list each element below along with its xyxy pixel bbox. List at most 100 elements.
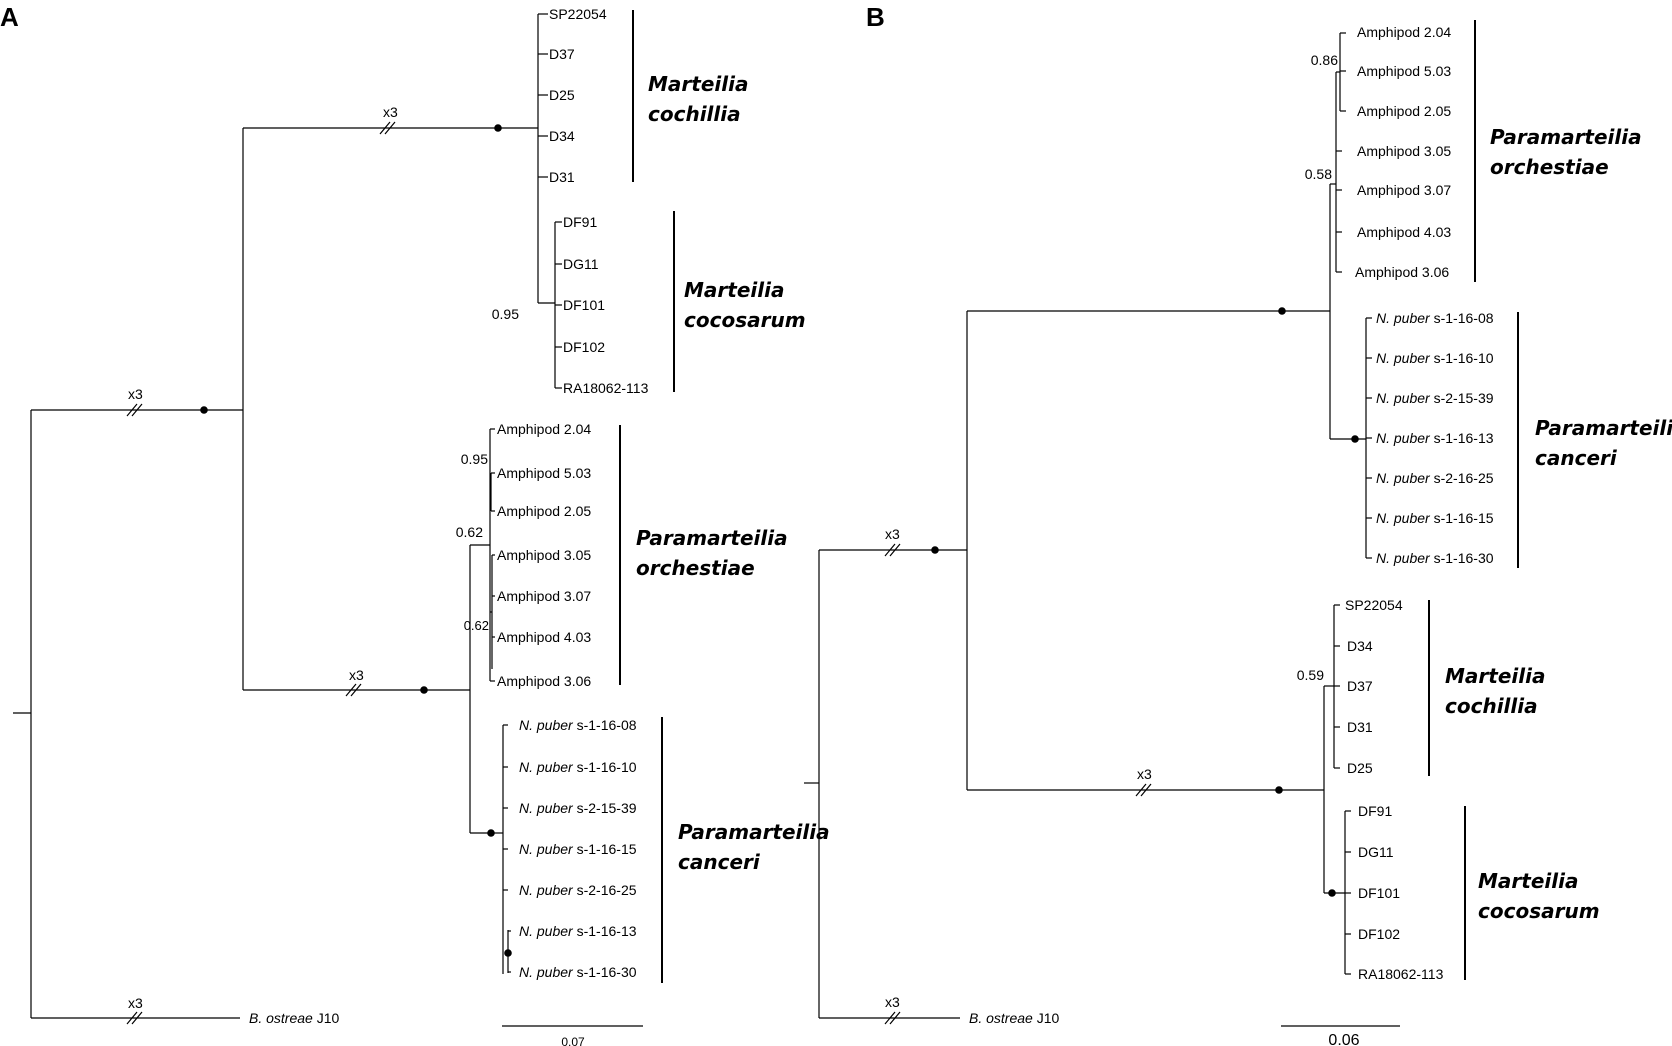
b-leaf-label-amph503: Amphipod 5.03 xyxy=(1357,63,1451,79)
b-leaf-label-np-25: N. puber s-2-16-25 xyxy=(1376,470,1494,486)
a-leaf-label-df101: DF101 xyxy=(563,297,605,313)
a-leaf-label-np-30: N. puber s-1-16-30 xyxy=(519,964,637,980)
b-leaf-label-d31: D31 xyxy=(1347,719,1373,735)
panel-a-label: A xyxy=(0,2,19,32)
b-support-value-cochillia: 0.59 xyxy=(1297,667,1324,683)
b-leaf-label-amph305: Amphipod 3.05 xyxy=(1357,143,1451,159)
panel-a: A xyxy=(0,2,830,1046)
b-leaf-label-df91: DF91 xyxy=(1358,803,1392,819)
a-node-dot-marteilia xyxy=(494,124,502,132)
a-node-dot-canceri xyxy=(487,829,495,837)
b-leaf-label-df101: DF101 xyxy=(1358,885,1400,901)
a-leaf-label-amph204: Amphipod 2.04 xyxy=(497,421,591,437)
a-leaf-label-amph403: Amphipod 4.03 xyxy=(497,629,591,645)
b-scale-label: 0.06 xyxy=(1328,1032,1359,1046)
panel-b-label: B xyxy=(866,2,885,32)
b-mult-label-3: x3 xyxy=(885,994,900,1010)
panel-a-branches xyxy=(13,13,562,1019)
b-node-dot-cocosarum xyxy=(1328,889,1336,897)
a-leaf-label-np-08: N. puber s-1-16-08 xyxy=(519,717,637,733)
b-node-dot-marteilia xyxy=(1275,786,1283,794)
b-break-mark-1 xyxy=(884,543,901,557)
b-leaf-label-dg11: DG11 xyxy=(1358,844,1394,860)
a-leaf-label-dg11: DG11 xyxy=(563,256,599,272)
panel-b-scale-bar: 0.06 xyxy=(1281,1025,1400,1046)
b-leaf-label-np-15: N. puber s-1-16-15 xyxy=(1376,510,1494,526)
a-leaf-label-ra18062: RA18062-113 xyxy=(563,380,649,396)
a-mult-label-1: x3 xyxy=(383,104,398,120)
b-mult-label-2: x3 xyxy=(1137,766,1152,782)
b-leaf-label-d37: D37 xyxy=(1347,678,1373,694)
panel-b-node-dots xyxy=(931,307,1359,897)
a-leaf-label-df91: DF91 xyxy=(563,214,597,230)
a-leaf-label-outgroup: B. ostreae J10 xyxy=(249,1010,340,1026)
b-leaf-label-np-10: N. puber s-1-16-10 xyxy=(1376,350,1494,366)
panel-a-support-values: 0.95 0.95 0.62 0.62 xyxy=(456,306,519,633)
a-break-mark-3 xyxy=(345,683,362,697)
b-leaf-label-np-39: N. puber s-2-15-39 xyxy=(1376,390,1494,406)
b-leaf-label-amph307: Amphipod 3.07 xyxy=(1357,182,1451,198)
a-leaf-label-np-39: N. puber s-2-15-39 xyxy=(519,800,637,816)
a-mult-label-3: x3 xyxy=(349,667,364,683)
a-leaf-label-np-25: N. puber s-2-16-25 xyxy=(519,882,637,898)
b-leaf-label-d34: D34 xyxy=(1347,638,1373,654)
a-leaf-label-d25: D25 xyxy=(549,87,575,103)
b-leaf-label-ra18062: RA18062-113 xyxy=(1358,966,1444,982)
a-leaf-label-np-15: N. puber s-1-16-15 xyxy=(519,841,637,857)
a-leaf-label-amph307: Amphipod 3.07 xyxy=(497,588,591,604)
b-leaf-label-np-08: N. puber s-1-16-08 xyxy=(1376,310,1494,326)
a-break-mark-1 xyxy=(379,121,396,135)
b-leaf-label-amph204: Amphipod 2.04 xyxy=(1357,24,1451,40)
b-leaf-label-amph205: Amphipod 2.05 xyxy=(1357,103,1451,119)
a-break-mark-4 xyxy=(126,1011,143,1025)
panel-b: B xyxy=(804,2,1672,1046)
b-node-dot-paramarteilia xyxy=(1278,307,1286,315)
panel-a-break-marks: x3 x3 x3 x3 xyxy=(126,104,398,1025)
b-break-mark-2 xyxy=(1135,783,1152,797)
a-leaf-label-sp22054: SP22054 xyxy=(549,6,607,22)
a-leaf-label-amph503: Amphipod 5.03 xyxy=(497,465,591,481)
b-support-value-amph-sub1: 0.86 xyxy=(1311,52,1338,68)
a-support-value-amph-sub1: 0.95 xyxy=(461,451,488,467)
a-leaf-label-d31: D31 xyxy=(549,169,575,185)
panel-a-node-dots xyxy=(200,124,512,957)
b-mult-label-1: x3 xyxy=(885,526,900,542)
a-leaf-label-np-13: N. puber s-1-16-13 xyxy=(519,923,637,939)
b-node-dot-canceri xyxy=(1351,435,1359,443)
a-leaf-label-np-10: N. puber s-1-16-10 xyxy=(519,759,637,775)
b-leaf-label-np-30: N. puber s-1-16-30 xyxy=(1376,550,1494,566)
a-support-value-amph-sub2: 0.62 xyxy=(464,618,489,633)
b-leaf-label-amph403: Amphipod 4.03 xyxy=(1357,224,1451,240)
a-leaf-label-df102: DF102 xyxy=(563,339,605,355)
a-leaf-label-amph306: Amphipod 3.06 xyxy=(497,673,591,689)
a-support-value-cocosarum: 0.95 xyxy=(492,306,519,322)
b-support-value-orchestiae: 0.58 xyxy=(1305,166,1332,182)
a-node-dot-paramarteilia xyxy=(420,686,428,694)
a-mult-label-2: x3 xyxy=(128,386,143,402)
a-leaf-label-d34: D34 xyxy=(549,128,575,144)
b-leaf-label-amph306: Amphipod 3.06 xyxy=(1355,264,1449,280)
a-break-mark-2 xyxy=(126,403,143,417)
a-leaf-label-amph205: Amphipod 2.05 xyxy=(497,503,591,519)
b-leaf-label-d25: D25 xyxy=(1347,760,1373,776)
a-node-dot-np xyxy=(504,949,512,957)
panel-b-support-values: 0.86 0.58 0.59 xyxy=(1297,52,1338,683)
a-leaf-label-amph305: Amphipod 3.05 xyxy=(497,547,591,563)
b-break-mark-3 xyxy=(884,1011,901,1025)
a-leaf-label-d37: D37 xyxy=(549,46,575,62)
b-leaf-label-outgroup: B. ostreae J10 xyxy=(969,1010,1060,1026)
b-leaf-label-np-13: N. puber s-1-16-13 xyxy=(1376,430,1494,446)
a-node-dot-ingroup xyxy=(200,406,208,414)
a-support-value-orchestiae: 0.62 xyxy=(456,524,483,540)
b-leaf-label-sp22054: SP22054 xyxy=(1345,597,1403,613)
